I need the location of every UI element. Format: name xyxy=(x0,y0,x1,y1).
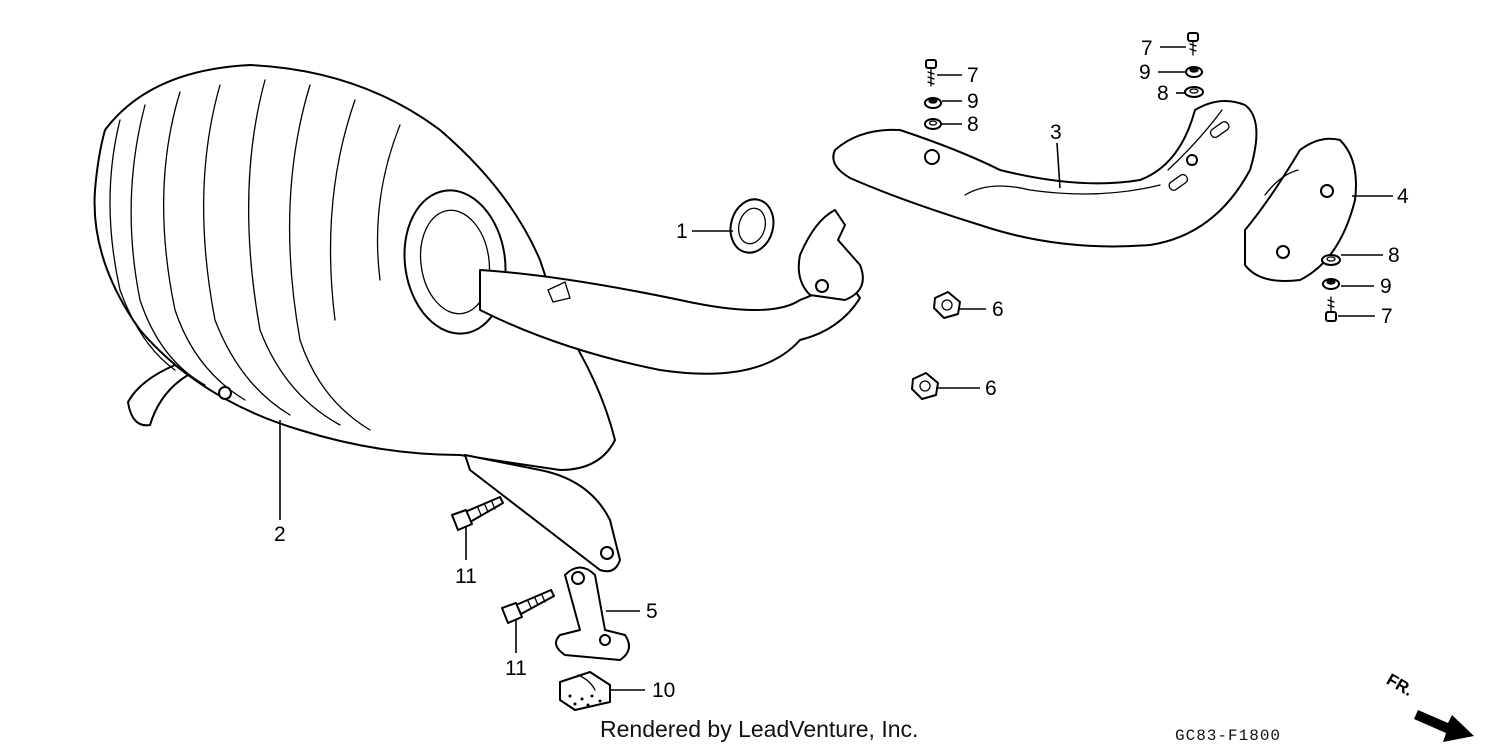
diagram-code: GC83-F1800 xyxy=(1175,727,1281,745)
cover-drawing xyxy=(1244,137,1357,282)
hardware-stack-right-bottom xyxy=(1321,254,1341,322)
callout-11-lower[interactable]: 11 xyxy=(505,657,527,680)
callout-8-right-top[interactable]: 8 xyxy=(1157,82,1169,105)
callout-7-left[interactable]: 7 xyxy=(967,64,979,87)
callout-9-right-bottom[interactable]: 9 xyxy=(1380,275,1392,298)
callout-7-right-top[interactable]: 7 xyxy=(1141,37,1153,60)
hardware-stack-left xyxy=(924,59,942,130)
direction-label: FR. xyxy=(1383,670,1416,700)
callout-1[interactable]: 1 xyxy=(676,220,688,243)
callout-6-upper[interactable]: 6 xyxy=(992,298,1004,321)
callout-9-right-top[interactable]: 9 xyxy=(1139,61,1151,84)
pipe-protector-drawing xyxy=(832,100,1258,248)
bolt-11-upper-drawing xyxy=(451,496,504,531)
hardware-stack-right-top xyxy=(1184,32,1204,98)
callout-8-left[interactable]: 8 xyxy=(967,113,979,136)
front-direction-arrow xyxy=(1414,710,1474,742)
callout-4[interactable]: 4 xyxy=(1397,185,1409,208)
gasket-drawing xyxy=(729,198,775,254)
leader-lines xyxy=(279,46,1393,691)
callout-2[interactable]: 2 xyxy=(274,523,286,546)
callout-11-upper[interactable]: 11 xyxy=(455,565,477,588)
bolt-11-lower-drawing xyxy=(501,589,555,624)
callout-6-lower[interactable]: 6 xyxy=(985,377,997,400)
callout-10[interactable]: 10 xyxy=(652,679,675,702)
rubber-mount-drawing xyxy=(559,671,611,711)
callout-8-right-bottom[interactable]: 8 xyxy=(1388,244,1400,267)
callout-3[interactable]: 3 xyxy=(1050,121,1062,144)
callout-7-right-bottom[interactable]: 7 xyxy=(1381,305,1393,328)
bracket-drawing xyxy=(555,566,630,661)
nut-6-lower-drawing xyxy=(911,372,939,400)
callout-labels: 1 2 3 4 5 6 6 7 7 7 8 8 8 9 9 9 10 11 11 xyxy=(274,37,1409,702)
callout-9-left[interactable]: 9 xyxy=(967,90,979,113)
nut-6-upper-drawing xyxy=(933,291,961,319)
exhaust-pipe-drawing xyxy=(479,209,864,375)
credit-text: Rendered by LeadVenture, Inc. xyxy=(600,716,918,742)
callout-5[interactable]: 5 xyxy=(646,600,658,623)
